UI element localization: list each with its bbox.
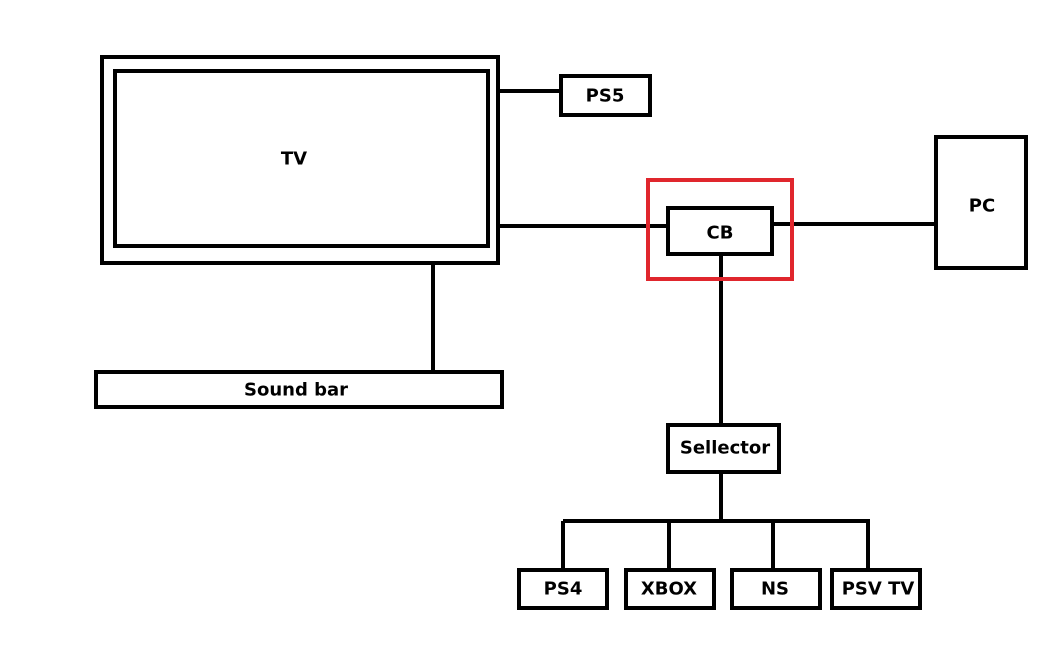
soundbar-label: Sound bar <box>244 380 348 401</box>
connectors <box>431 89 936 570</box>
ps4-box <box>517 568 609 610</box>
pc-box <box>934 135 1028 270</box>
tv-inner-frame <box>113 69 490 248</box>
selector-label: Sellector <box>680 438 770 459</box>
xbox-label: XBOX <box>641 579 697 600</box>
ps5-label: PS5 <box>586 86 625 107</box>
node-ps5: PS5 <box>559 74 652 117</box>
node-pc: PC <box>934 135 1028 270</box>
tv-label: TV <box>281 149 307 170</box>
psvtv-box <box>830 568 922 610</box>
cb-label: CB <box>707 223 734 244</box>
node-ns: NS <box>730 568 822 610</box>
node-soundbar: Sound bar <box>94 370 504 409</box>
ps4-label: PS4 <box>544 579 583 600</box>
psvtv-label: PSV TV <box>842 579 915 600</box>
node-xbox: XBOX <box>624 568 716 610</box>
selector-box <box>666 423 781 474</box>
ns-box <box>730 568 822 610</box>
pc-label: PC <box>969 196 995 217</box>
node-selector: Sellector <box>666 423 781 474</box>
node-cb: CB <box>666 206 774 256</box>
ps5-box <box>559 74 652 117</box>
soundbar-box <box>94 370 504 409</box>
cb-highlight-frame <box>646 178 794 281</box>
node-tv: TV <box>100 55 500 265</box>
node-psvtv: PSV TV <box>830 568 922 610</box>
cb-box <box>666 206 774 256</box>
xbox-box <box>624 568 716 610</box>
ns-label: NS <box>761 579 789 600</box>
node-ps4: PS4 <box>517 568 609 610</box>
